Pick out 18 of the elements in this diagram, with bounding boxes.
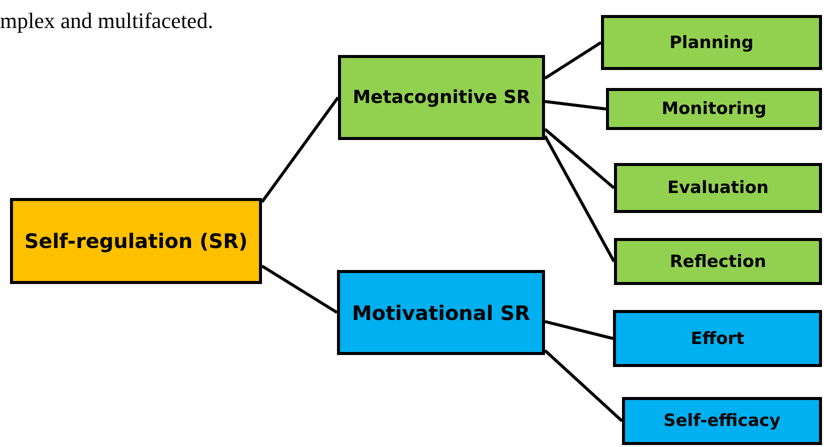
category-box: Evaluation (614, 163, 822, 213)
connector-line (261, 264, 338, 314)
connector-line (544, 135, 616, 262)
category-box: Self-regulation (SR) (10, 198, 262, 284)
connector-line (544, 41, 602, 80)
category-box: Monitoring (606, 88, 822, 130)
category-box: Motivational SR (337, 270, 545, 355)
category-box: Planning (601, 15, 822, 70)
category-box: Effort (613, 310, 822, 367)
connector-line (544, 320, 614, 340)
connector-line (260, 96, 340, 203)
category-box: Metacognitive SR (338, 55, 545, 140)
connector-line (544, 128, 615, 190)
body-text-fragment: mplex and multifaceted. (0, 8, 214, 34)
connector-line (544, 100, 606, 110)
category-box: Self-efficacy (622, 397, 822, 445)
connector-line (544, 349, 624, 422)
category-box: Reflection (614, 238, 822, 285)
